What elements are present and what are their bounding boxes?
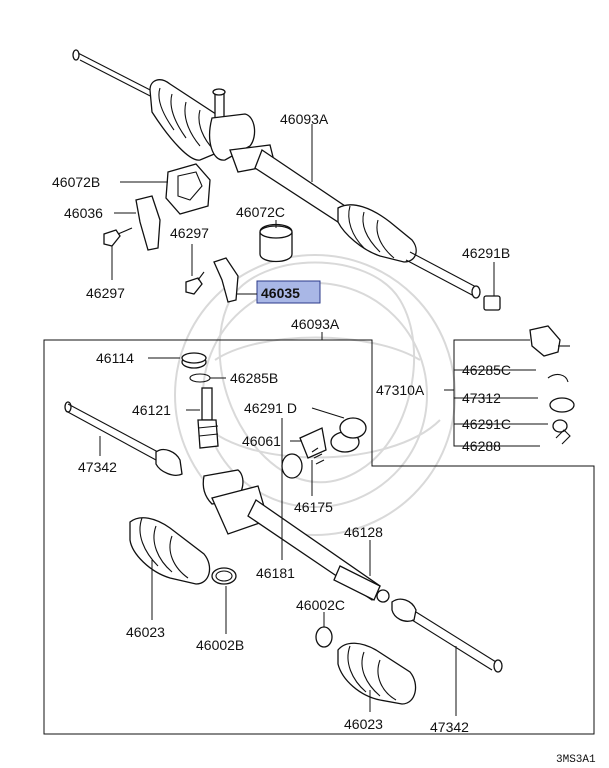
label-46002C: 46002C: [296, 597, 345, 613]
part-labels: 46093A 46072B 46036 46072C 46297 46291B …: [52, 111, 596, 766]
label-46023-bottom: 46023: [344, 716, 383, 732]
highlight-46035-box: [256, 280, 321, 304]
upper-steering-rack-assembly: [72, 49, 501, 311]
label-46072C: 46072C: [236, 204, 285, 220]
label-46288: 46288: [462, 438, 501, 454]
label-46291C: 46291C: [462, 416, 511, 432]
upper-small-parts: [103, 163, 293, 303]
label-46291B: 46291B: [462, 245, 510, 261]
label-46285B: 46285B: [230, 370, 278, 386]
label-46035: 46035: [261, 285, 300, 301]
label-46121: 46121: [132, 402, 171, 418]
assembly-outline-frame: [43, 332, 595, 735]
label-46291D: 46291 D: [244, 400, 297, 416]
label-46297-mid: 46297: [170, 225, 209, 241]
label-46093A-top: 46093A: [280, 111, 329, 127]
label-46036: 46036: [64, 205, 103, 221]
label-46297-left: 46297: [86, 285, 125, 301]
lower-exploded-parts: [64, 325, 575, 705]
label-46285C: 46285C: [462, 362, 511, 378]
label-46128: 46128: [344, 524, 383, 540]
label-46181: 46181: [256, 565, 295, 581]
label-47310A: 47310A: [376, 382, 425, 398]
leader-lines: [99, 124, 548, 716]
label-46023-left: 46023: [126, 624, 165, 640]
label-46093A-box: 46093A: [291, 316, 340, 332]
label-46002B: 46002B: [196, 637, 244, 653]
label-47312: 47312: [462, 390, 501, 406]
label-46175: 46175: [294, 499, 333, 515]
diagram-reference-code: 3MS3A1: [556, 754, 596, 766]
label-47342-bottom: 47342: [430, 719, 469, 735]
label-46114: 46114: [96, 350, 134, 366]
label-47342-left: 47342: [78, 459, 117, 475]
label-46061: 46061: [242, 433, 281, 449]
label-46072B: 46072B: [52, 174, 100, 190]
